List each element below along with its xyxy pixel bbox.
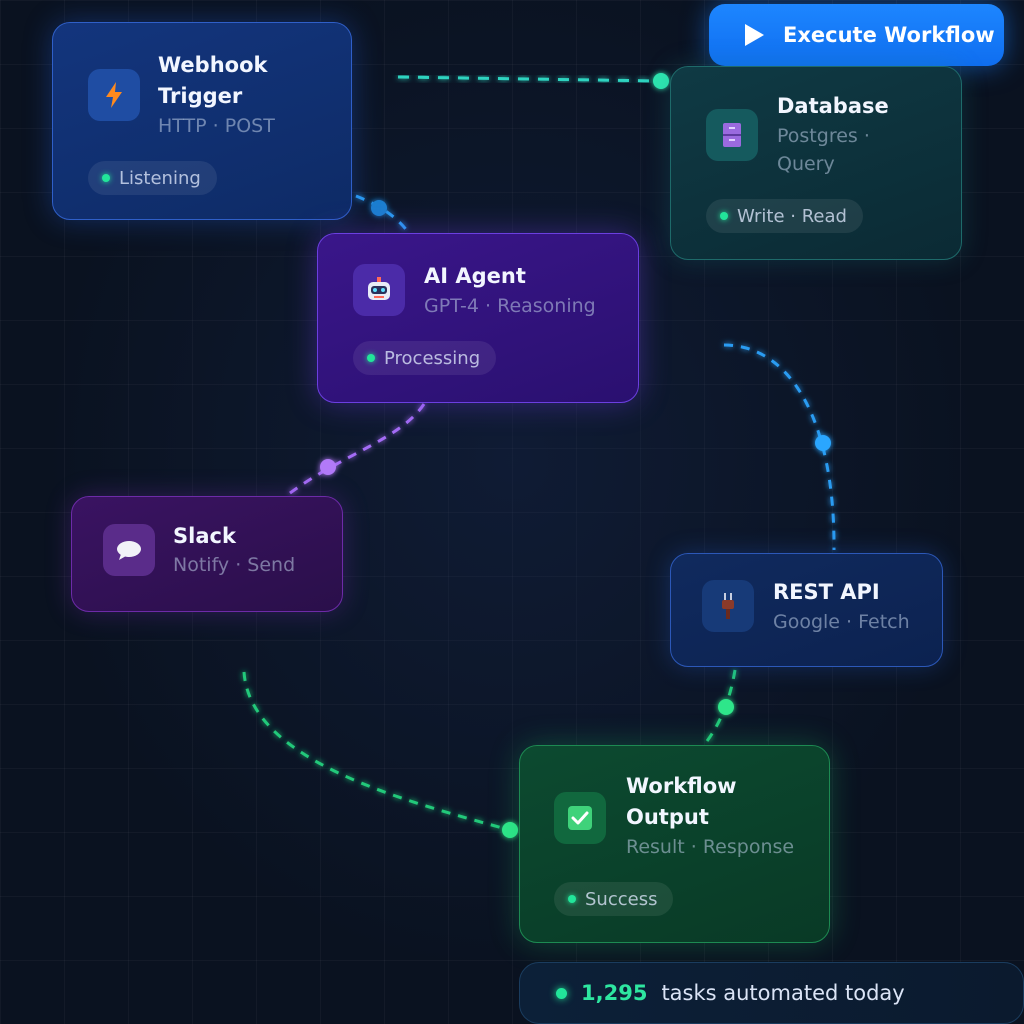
play-icon [745,24,764,46]
node-database[interactable]: Database Postgres · Query Write · Read [670,66,962,260]
node-title-line1: Webhook [158,53,268,77]
tasks-label: tasks automated today [661,981,905,1005]
node-subtitle: Result · Response [626,836,795,858]
link-db-rest [723,343,836,551]
node-subtitle: HTTP · POST [158,115,275,137]
node-title-line2: Output [626,805,709,829]
status-label: Processing [384,347,481,369]
status-dot-icon [720,212,728,220]
node-title-line1: Workflow [626,774,737,798]
speech-bubble-icon [103,524,155,576]
node-rest-api[interactable]: REST API Google · Fetch [670,553,943,667]
status-label: Write · Read [737,205,847,227]
link-agent-slack [285,403,426,498]
status-dot-icon [102,174,110,182]
port-webhook-out[interactable] [371,200,387,216]
link-slack-output [242,671,511,832]
status-dot-icon [556,987,567,999]
status-badge: Processing [353,341,497,375]
node-subtitle-line1: Postgres · [777,125,870,147]
status-badge: Write · Read [706,199,863,233]
node-title-line2: Trigger [158,84,243,108]
tasks-count: 1,295 [581,981,648,1005]
node-subtitle-line2: Query [777,153,835,175]
port-slack-in[interactable] [320,459,336,475]
port-output-in[interactable] [502,822,518,838]
port-rest-in[interactable] [815,435,831,451]
status-badge: Success [554,882,674,916]
checkmark-icon [554,792,606,844]
link-webhook-database [397,75,661,83]
database-cabinet-icon [706,109,758,161]
node-subtitle: GPT-4 · Reasoning [424,295,596,317]
node-workflow-output[interactable]: Workflow Output Result · Response Succes… [519,745,830,943]
status-label: Listening [119,167,201,189]
lightning-bolt-icon [88,69,140,121]
status-badge: Listening [88,161,217,195]
node-title: Database [777,94,889,118]
port-database-in[interactable] [653,73,669,89]
node-webhook-trigger[interactable]: Webhook Trigger HTTP · POST Listening [52,22,352,220]
status-label: Success [585,888,658,910]
node-title: AI Agent [424,264,526,288]
execute-workflow-button[interactable]: Execute Workflow [709,4,1004,66]
node-subtitle: Google · Fetch [773,611,910,633]
node-title: REST API [773,580,880,604]
node-ai-agent[interactable]: AI Agent GPT-4 · Reasoning Processing [317,233,639,403]
link-webhook-agent [355,194,410,233]
port-rest-out[interactable] [718,699,734,715]
plug-icon [702,580,754,632]
status-dot-icon [568,895,576,903]
node-subtitle: Notify · Send [173,554,296,576]
tasks-stats-bar: 1,295 tasks automated today [519,962,1024,1024]
execute-workflow-label: Execute Workflow [783,23,995,47]
node-title: Slack [173,524,236,548]
status-dot-icon [367,354,375,362]
node-slack[interactable]: Slack Notify · Send [71,496,343,612]
robot-icon [353,264,405,316]
